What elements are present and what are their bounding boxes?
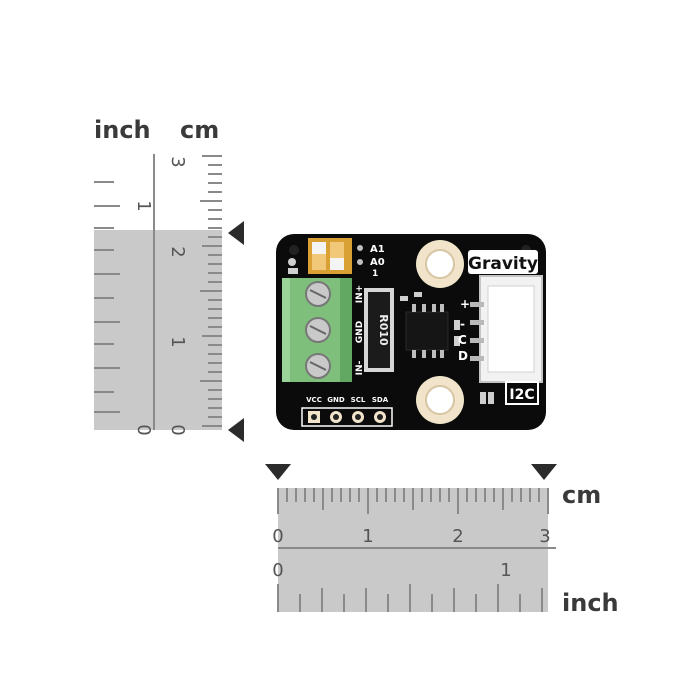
- cm-tick-label: 2: [452, 526, 463, 547]
- bottom-edge-arrow-icon: [228, 418, 244, 442]
- vertical-ruler: 1 0 3 2 1 0: [94, 154, 222, 436]
- inch-tick-label: 1: [133, 200, 154, 211]
- unit-inch-label-vertical: inch: [94, 116, 151, 144]
- connector-pin-label: D: [458, 349, 468, 363]
- i2c-badge: [505, 381, 539, 405]
- cm-tick-label: 3: [539, 526, 550, 547]
- shunt-resistor: [364, 288, 394, 372]
- ic-chip: [405, 311, 449, 351]
- addr-a1-label: A1: [370, 244, 385, 255]
- cm-tick-label: 1: [167, 336, 188, 347]
- connector-pin-label: -: [460, 317, 465, 331]
- cm-tick-label: 2: [167, 246, 188, 257]
- addr-a0-label: A0: [370, 257, 385, 268]
- unit-inch-label-horizontal: inch: [562, 589, 619, 617]
- left-edge-arrow-icon: [265, 464, 291, 480]
- right-edge-arrow-icon: [531, 464, 557, 480]
- header-pin-label: GND: [327, 396, 345, 404]
- header-pin-label: SCL: [351, 396, 366, 404]
- resistor-label: R010: [377, 314, 390, 346]
- cm-tick-label: 1: [362, 526, 373, 547]
- terminal-label-gnd: GND: [355, 321, 365, 343]
- top-edge-arrow-icon: [228, 221, 244, 245]
- terminal-label-in-minus: IN-: [355, 360, 365, 375]
- inch-ticks-horizontal: [277, 584, 543, 612]
- cm-tick-label: 3: [167, 156, 188, 167]
- cm-ticks: [200, 155, 222, 427]
- switch-number-label: 1: [372, 269, 378, 279]
- cm-ticks-horizontal: [277, 488, 549, 514]
- gravity-i2c-module-board: A1 A0 1 Gravity IN+ GND IN- R010 + - C D: [276, 234, 546, 430]
- inch-ticks: [94, 181, 120, 413]
- connector-pin-label: +: [460, 297, 470, 311]
- connector-pin-label: C: [458, 333, 467, 347]
- interface-label: I2C: [509, 387, 534, 403]
- header-pads: [301, 407, 393, 427]
- inch-tick-label: 0: [133, 424, 154, 435]
- vertical-ruler-gray-band: [94, 230, 222, 430]
- inch-tick-label: 1: [500, 560, 511, 581]
- horizontal-ruler: 0 1 2 3 0 1: [272, 488, 556, 612]
- header-pin-label: VCC: [306, 396, 322, 404]
- unit-cm-label-vertical: cm: [180, 116, 220, 144]
- terminal-label-in-plus: IN+: [355, 285, 365, 303]
- cm-tick-label: 0: [272, 526, 283, 547]
- header-pin-label: SDA: [372, 396, 389, 404]
- brand-label: Gravity: [468, 254, 538, 274]
- cm-tick-label: 0: [167, 424, 188, 435]
- inch-tick-label: 0: [272, 560, 283, 581]
- gravity-logo: [468, 250, 538, 274]
- unit-cm-label-horizontal: cm: [562, 481, 602, 509]
